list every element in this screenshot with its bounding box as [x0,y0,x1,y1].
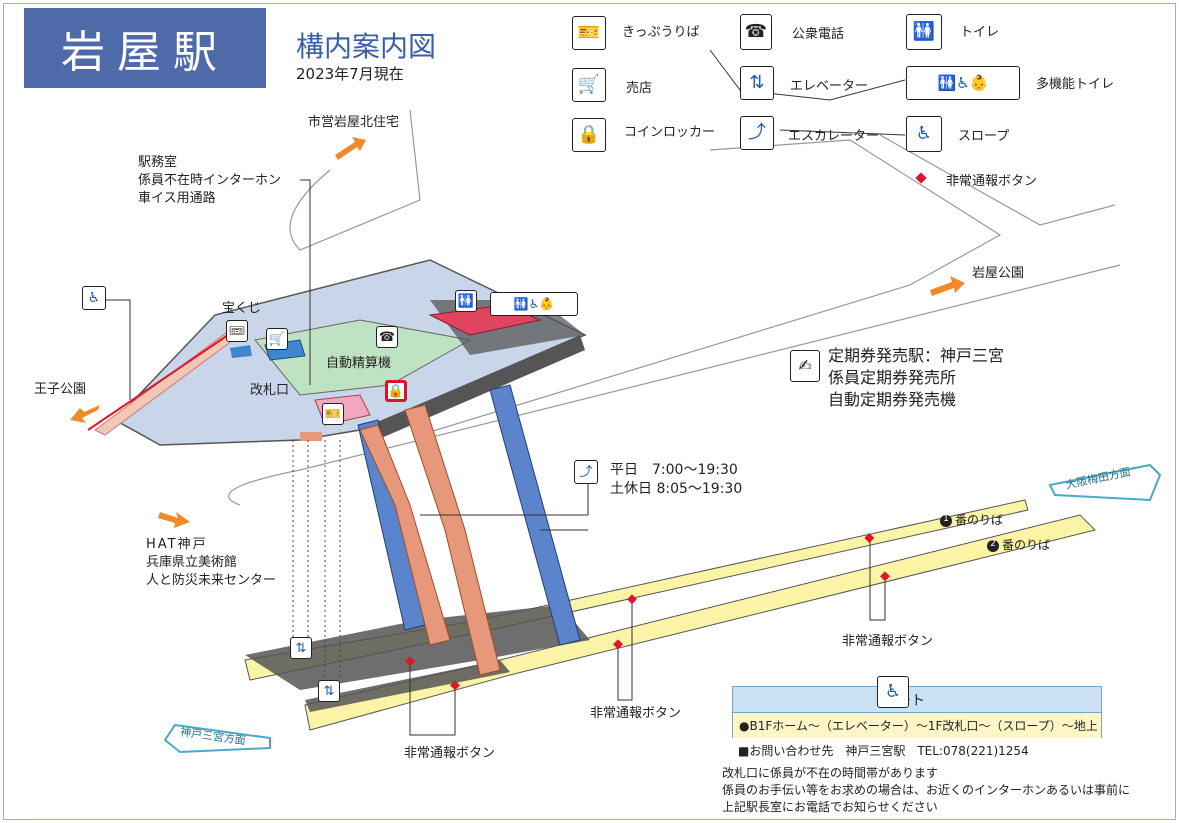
route-path: ●B1Fホーム〜（エレベーター）〜1F改札口〜（スロープ）〜地上 [733,713,1101,738]
platform-2-number: 2 [990,539,996,549]
station-title: 岩屋駅 [24,8,266,88]
platform-1-badge [940,515,952,527]
arrow-to-osaka [1048,463,1162,502]
telephone-icon: ☎ [740,14,772,50]
map-date: 2023年7月現在 [296,65,404,83]
escalator-icon: ⤴ [740,116,774,150]
label-fare-adjust: 自動精算機 [326,356,392,371]
slope-icon: ♿ [906,116,942,152]
commuter-pass-icon: ✍ [790,350,820,382]
leader-emergency-2 [617,600,633,701]
platform-dark-slab-2 [305,660,510,712]
label-station-office: 駅務室 [138,155,178,170]
road-outline-ne [879,134,1116,226]
label-platform-1: 番のりば [955,513,1004,527]
leader-escalator-legend [779,129,906,136]
label-emergency-3: 非常通報ボタン [404,746,496,761]
slope-icon: ♿ [877,676,909,708]
legend-shop-label: 売店 [626,81,653,96]
elevator-icon: ⇅ [740,66,774,100]
label-emergency-2: 非常通報ボタン [590,706,682,721]
toilet-icon: 🚻 [906,14,942,50]
footer-contact: ■お問い合わせ先 神戸三宮駅 TEL:078(221)1254 [738,744,1029,758]
footer-note1: 改札口に係員が不在の時間帯があります [722,766,939,780]
leader-slope [105,299,131,400]
route-header: ルート [733,687,1101,713]
coin-locker-icon: 🔒 [385,380,407,402]
elevator-icon: ⇅ [318,680,340,702]
stair-top-1 [300,432,322,441]
legend-toilet-label: トイレ [960,25,1000,40]
legend-elevator-label: エレベーター [790,79,869,94]
label-lottery: 宝くじ [222,301,262,316]
shop-icon: 🛒 [572,68,606,102]
map-frame [3,3,1176,820]
escalator-hours-weekend: 土休日 8:05〜19:30 [610,481,743,497]
multipurpose-toilet-icon: 🚻♿👶 [906,66,1020,100]
label-museum: 兵庫県立美術館 [146,555,238,570]
label-oji-park: 王子公園 [34,382,87,397]
stair-1 [359,424,451,646]
escalator-hours-weekday: 平日 7:00〜19:30 [610,462,738,478]
commuter-pass-line1: 定期券発売駅：神戸三宮 [828,346,1005,365]
platform-2-badge [987,540,999,552]
platform-dark-slab [245,605,590,690]
label-ticket-gate: 改札口 [250,383,290,398]
leader-elevator [709,49,906,101]
arrow-to-kobe [163,723,271,754]
leader-office [300,179,311,385]
commuter-pass-line2: 係員定期券発売所 [828,368,957,387]
label-hat-kobe: HAT神戸 [146,537,208,552]
ticket-machine-icon: 🎫 [572,16,606,50]
legend-multipurpose-label: 多機能トイレ [1036,77,1115,92]
label-disaster-center: 人と防災未来センター [146,573,277,588]
footer-note2: 係員のお手伝い等をお求めの場合は、お近くのインターホンあるいは事前に [722,783,1131,797]
road-outline-north [289,109,421,251]
road-outline-south [227,264,1121,506]
leader-escalator [420,480,589,516]
coin-locker-icon: 🔒 [572,118,606,152]
route-box: ルート ●B1Fホーム〜（エレベーター）〜1F改札口〜（スロープ）〜地上 [732,686,1102,738]
multipurpose-toilet-icon: 🚻♿👶 [490,292,578,316]
label-iwaya-park: 岩屋公園 [972,266,1025,281]
lottery-block [230,345,252,358]
legend-ticket-label: きっぷうりば [622,25,700,40]
legend-phone-label: 公衆電話 [792,27,845,42]
map-title: 構内案内図 [296,30,437,63]
escalator-icon: ⤴ [574,460,598,484]
legend-slope-label: スロープ [958,129,1010,144]
label-platform-2: 番のりば [1002,538,1051,552]
label-north-housing: 市営岩屋北住宅 [308,115,400,130]
elevator-icon: ⇅ [290,637,312,659]
legend-locker-label: コインロッカー [624,125,716,140]
lottery-icon: 🎟 [226,320,248,342]
stair-2 [404,404,501,676]
platform-1-number: 1 [943,514,949,524]
label-intercom: 係員不在時インターホン [138,173,282,188]
label-wheelchair-path: 車イス用通路 [138,191,216,206]
direction-arrows [70,137,965,528]
leader-emergency-1 [869,540,886,621]
telephone-icon: ☎ [376,326,398,348]
ticket-machine-icon: 🎫 [322,403,344,425]
road-outline-east [419,139,1002,436]
shop-icon: 🛒 [266,328,288,350]
slope-icon: ♿ [82,286,106,310]
leader-emergency-3 [409,665,456,736]
ticket-area [254,319,472,396]
footer-note3: 上記駅長室にお電話でお知らせください [722,800,938,814]
label-emergency-1: 非常通報ボタン [842,634,934,649]
path-railing [87,334,229,431]
commuter-pass-line3: 自動定期券発売機 [828,390,957,409]
legend-escalator-label: エスカレーター [788,129,880,144]
toilet-icon: 🚻 [455,290,477,312]
legend-emergency-label: 非常通報ボタン [946,174,1038,189]
